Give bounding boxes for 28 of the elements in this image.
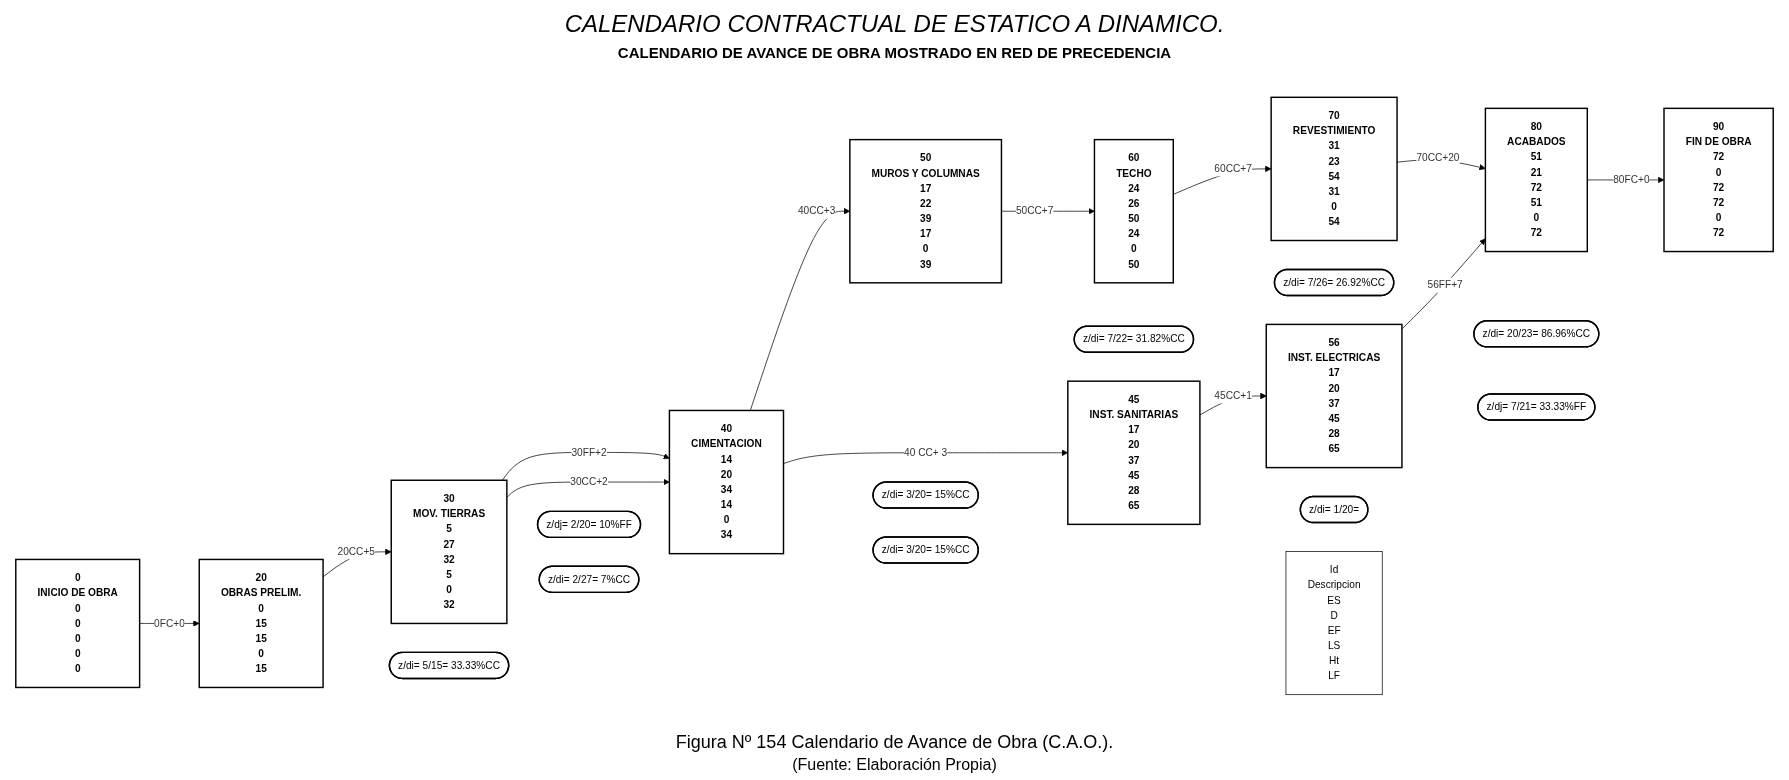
network-heading: CALENDARIO DE AVANCE DE OBRA MOSTRADO EN RED DE PRECEDENCIA [617, 44, 1172, 61]
edge-label: 40 CC+ 3 [904, 446, 948, 459]
edge-label: 30CC+2 [570, 475, 608, 488]
node-box: 70 REVESTIMIENTO 31 23 54 31 0 54 [1270, 96, 1398, 242]
edge-label: 0FC+0 [154, 617, 185, 629]
node-box: 45 INST. SANITARIAS 17 20 37 45 28 65 [1067, 380, 1201, 526]
edge-label: 80FC+0 [1613, 173, 1650, 186]
node-box: 60 TECHO 24 26 50 24 0 50 [1093, 138, 1174, 284]
edge-label: 50CC+7 [1015, 205, 1054, 217]
figure-caption: Figura Nº 154 Calendario de Avance de Obra (C.A.O.). [675, 732, 1114, 753]
node-box: 20 OBRAS PRELIM. 0 15 15 0 15 [198, 558, 324, 689]
edge-label: 30FF+2 [571, 446, 607, 458]
node-box: 90 FIN DE OBRA 72 0 72 72 0 72 [1663, 107, 1774, 253]
edge-label: 20CC+5 [337, 545, 375, 558]
edge-label: 70CC+20 [1416, 151, 1460, 164]
node-box: 0 INICIO DE OBRA 0 0 0 0 0 [15, 558, 141, 689]
node-box: Id Descripcion ES D EF LS Ht LF [1285, 551, 1383, 696]
node-box: 30 MOV. TIERRAS 5 27 32 5 0 32 [390, 479, 508, 625]
node-box: 56 INST. ELECTRICAS 17 20 37 45 28 65 [1265, 323, 1403, 469]
edge-label: 45CC+1 [1214, 389, 1252, 402]
node-box: 40 CIMENTACION 14 20 34 14 0 34 [668, 409, 785, 555]
node-box: 80 ACABADOS 51 21 72 51 0 72 [1484, 107, 1588, 253]
edge-label: 56FF+7 [1427, 279, 1463, 291]
node-box: 50 MUROS Y COLUMNAS 17 22 39 17 0 39 [849, 138, 1003, 284]
edge-label: 60CC+7 [1214, 162, 1252, 175]
diagram-title: CALENDARIO CONTRACTUAL DE ESTATICO A DINAMICO. [564, 10, 1225, 38]
source-note: (Fuente: Elaboración Propia) [792, 756, 997, 774]
edge-label: 40CC+3 [797, 205, 836, 217]
